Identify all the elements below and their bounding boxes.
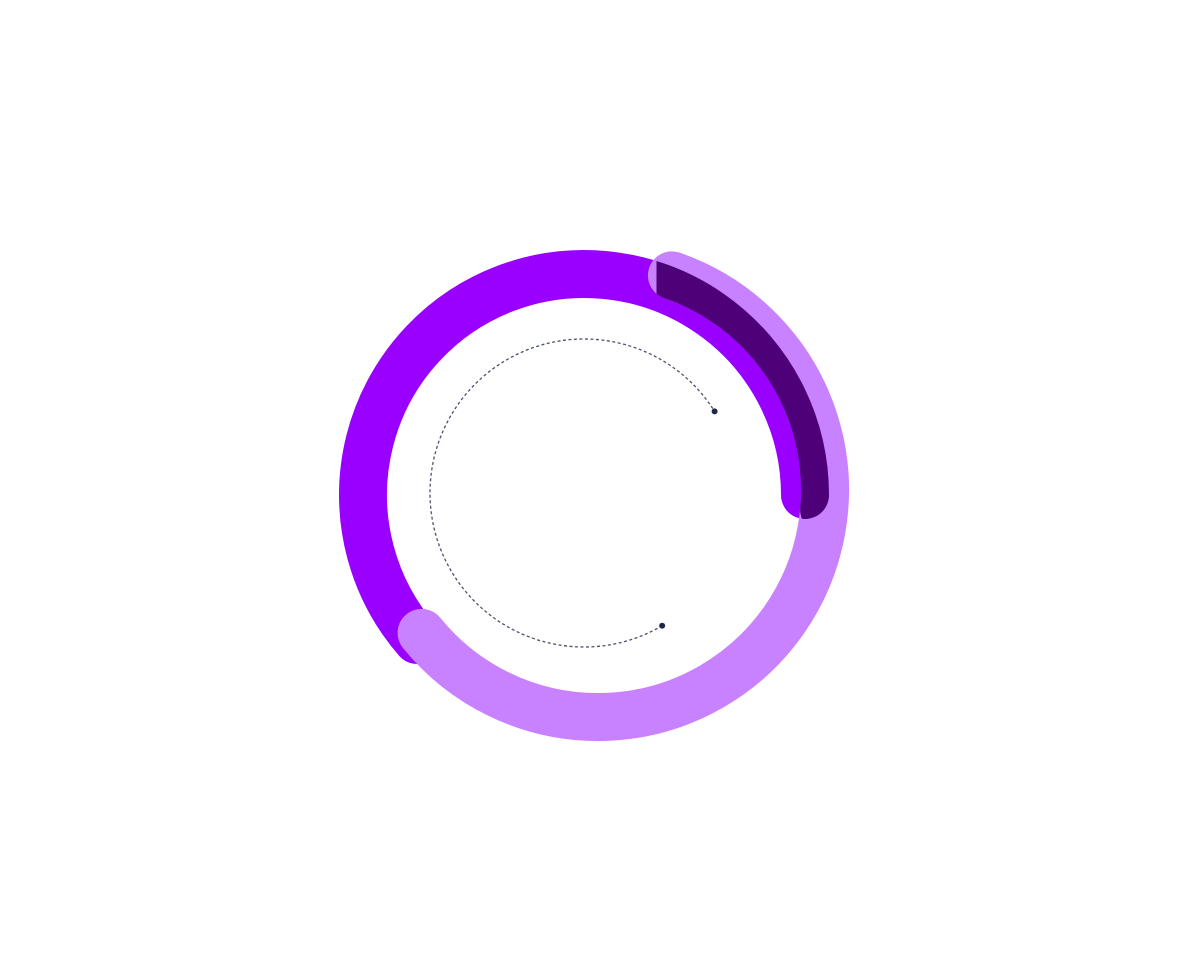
- inner-arc-end-dot: [711, 408, 718, 415]
- overlap-spinner-arc: [647, 251, 849, 534]
- inner-dashed-arc: [429, 338, 716, 648]
- inner-arc-start-dot: [659, 622, 666, 629]
